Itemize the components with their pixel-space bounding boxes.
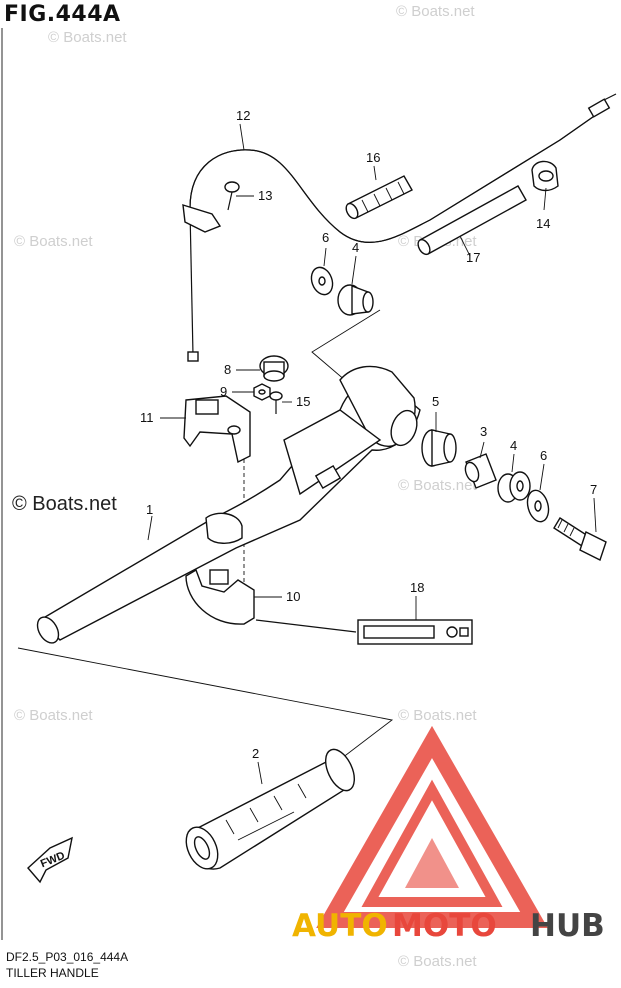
callout-13: 13 bbox=[258, 188, 272, 203]
watermark: © Boats.net bbox=[14, 233, 93, 250]
watermark: © Boats.net bbox=[398, 707, 477, 724]
watermark-large: © Boats.net bbox=[12, 493, 117, 515]
brand-part-moto: MOTO bbox=[392, 908, 497, 944]
part-17-tube bbox=[417, 185, 527, 256]
callout-10: 10 bbox=[286, 589, 300, 604]
part-6-washer bbox=[526, 489, 550, 523]
callout-8: 8 bbox=[224, 362, 231, 377]
callout-11: 11 bbox=[140, 410, 154, 425]
part-13-screw bbox=[224, 181, 240, 211]
callout-14: 14 bbox=[536, 216, 550, 231]
watermark: © Boats.net bbox=[398, 477, 477, 494]
figure-subtitle: TILLER HANDLE bbox=[6, 966, 99, 980]
callout-12: 12 bbox=[236, 108, 250, 123]
leader-lines bbox=[147, 123, 597, 785]
part-14-clamp bbox=[531, 160, 559, 192]
callout-17: 17 bbox=[466, 250, 480, 265]
callout-16: 16 bbox=[366, 150, 380, 165]
part-16-grommet bbox=[345, 175, 413, 220]
part-3-collar bbox=[464, 453, 497, 489]
part-8-friction-knob bbox=[259, 355, 289, 382]
watermark: © Boats.net bbox=[48, 29, 127, 46]
drawing-code: DF2.5_P03_016_444A bbox=[6, 950, 129, 964]
callout-5: 5 bbox=[432, 394, 439, 409]
part-12-throttle-cable bbox=[182, 93, 617, 362]
brand-logo bbox=[316, 725, 548, 928]
brand-part-auto: AUTO bbox=[292, 908, 388, 944]
part-6-washer-top bbox=[310, 266, 334, 296]
callout-15: 15 bbox=[296, 394, 310, 409]
part-10-lower-clamp bbox=[185, 568, 255, 625]
callouts: 12 13 16 14 17 6 4 8 9 15 11 1 10 18 5 3… bbox=[140, 108, 597, 761]
brand-name: AUTO MOTO HUB bbox=[292, 908, 605, 944]
part-1-tiller-arm bbox=[36, 365, 421, 644]
callout-4-top: 4 bbox=[352, 240, 359, 255]
watermark: © Boats.net bbox=[396, 3, 475, 20]
callout-1: 1 bbox=[146, 502, 153, 517]
part-5-bushing bbox=[421, 429, 457, 467]
part-18-label bbox=[255, 619, 473, 645]
watermark: © Boats.net bbox=[398, 953, 477, 970]
callout-4: 4 bbox=[510, 438, 517, 453]
callout-18: 18 bbox=[410, 580, 424, 595]
callout-6-top: 6 bbox=[322, 230, 329, 245]
fwd-label: FWD bbox=[39, 850, 67, 871]
callout-7: 7 bbox=[590, 482, 597, 497]
part-11-upper-clamp bbox=[183, 395, 251, 464]
brand-part-hub: HUB bbox=[530, 908, 605, 944]
callout-9: 9 bbox=[220, 384, 227, 399]
fwd-arrow-icon: FWD bbox=[27, 836, 73, 884]
part-4-bushing-top bbox=[337, 284, 374, 316]
part-15-screw bbox=[269, 391, 283, 414]
part-2-grip bbox=[185, 748, 356, 870]
part-9-nut bbox=[253, 383, 271, 401]
callout-6: 6 bbox=[540, 448, 547, 463]
callout-2: 2 bbox=[252, 746, 259, 761]
figure-title: FIG.444A bbox=[4, 2, 121, 27]
part-7-bolt bbox=[553, 517, 607, 561]
callout-3: 3 bbox=[480, 424, 487, 439]
watermark: © Boats.net bbox=[14, 707, 93, 724]
part-4-bushing bbox=[497, 471, 531, 503]
